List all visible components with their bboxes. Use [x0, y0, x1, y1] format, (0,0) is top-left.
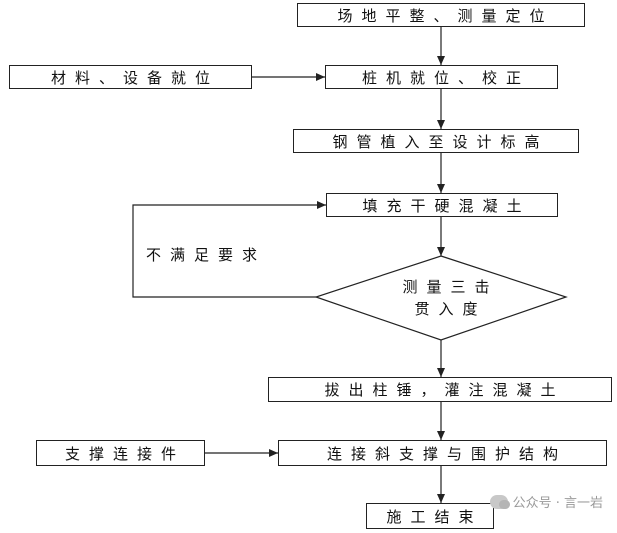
node-support-parts: 支撑连接件: [36, 440, 205, 466]
wechat-icon: [489, 494, 510, 509]
loop-label: 不满足要求: [146, 246, 267, 264]
watermark-text: 公众号 · 言一岩: [512, 496, 603, 511]
loop-back-line: [132, 201, 326, 298]
node-steel-pipe: 钢管植入至设计标高: [293, 129, 579, 153]
node-pile-machine: 桩机就位、校正: [325, 65, 558, 89]
node-fill-concrete: 填充干硬混凝土: [326, 193, 558, 217]
node-connect-support: 连接斜支撑与围护结构: [278, 440, 607, 466]
decision-line-2: 贯入度: [414, 300, 487, 318]
node-finish: 施工结束: [366, 503, 494, 529]
decision-text: 测量三击 贯入度: [366, 276, 526, 320]
decision-diamond: [314, 255, 568, 341]
node-site-prep: 场地平整、测量定位: [297, 3, 585, 27]
watermark: 公众号 · 言一岩: [489, 492, 603, 511]
node-materials: 材料、设备就位: [9, 65, 252, 89]
node-pull-out: 拔出柱锤，灌注混凝土: [268, 377, 612, 402]
decision-line-1: 测量三击: [402, 278, 499, 296]
